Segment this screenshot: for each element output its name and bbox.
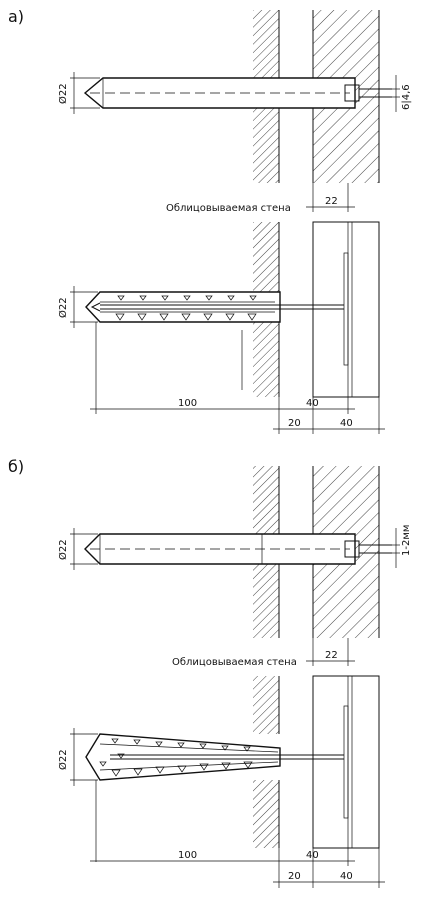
dowel-body: [84, 533, 356, 565]
section-a-label: а): [8, 7, 24, 26]
facing-wall-caption: Облицовываемая стена: [166, 203, 291, 214]
diameter-label: Ø22: [57, 83, 69, 104]
section-b-bottom-figure: Ø22 100 40 20 40: [57, 675, 385, 888]
slot: [344, 540, 360, 558]
dim-40-upper: 40: [306, 398, 319, 409]
section-a-bottom-figure: Ø22 100 40 20 40: [57, 221, 385, 434]
teeth-bottom: [111, 761, 253, 777]
wedge-line: [99, 761, 279, 771]
dim-20: 20: [288, 871, 301, 882]
dowel-body: [83, 77, 356, 109]
wall-width-label: 22: [325, 650, 338, 661]
facing-wall: [312, 675, 380, 849]
section-b-top-figure: Ø22 1-2мм 22 Облицовываемая стена: [57, 466, 412, 668]
wall-width-label: 22: [325, 196, 338, 207]
wedge-line: [99, 743, 279, 753]
dowel-body-expanded: [85, 733, 281, 781]
gap-dimension: 1-2мм: [401, 525, 412, 556]
section-a-top-figure: Ø22 6|4,6 22 Облицовываемая стена: [57, 10, 412, 214]
teeth-bottom: [115, 313, 257, 321]
dim-20: 20: [288, 418, 301, 429]
rod-tip: [90, 302, 101, 312]
length-label: 100: [178, 850, 197, 861]
dim-40-lower: 40: [340, 418, 353, 429]
diameter-label: Ø22: [57, 297, 69, 318]
facing-wall-caption: Облицовываемая стена: [172, 657, 297, 668]
diameter-label: Ø22: [57, 539, 69, 560]
diameter-label: Ø22: [57, 749, 69, 770]
dowel-body: [85, 291, 281, 323]
length-label: 100: [178, 398, 197, 409]
section-b-label: б): [8, 457, 24, 476]
t-anchor-plate: [343, 705, 349, 819]
teeth-top: [99, 738, 251, 767]
teeth-top: [117, 295, 257, 301]
slot: [344, 84, 360, 102]
dim-40-upper: 40: [306, 850, 319, 861]
gap-dimension: 6|4,6: [401, 84, 412, 110]
dim-40-lower: 40: [340, 871, 353, 882]
t-anchor-plate: [343, 252, 349, 366]
